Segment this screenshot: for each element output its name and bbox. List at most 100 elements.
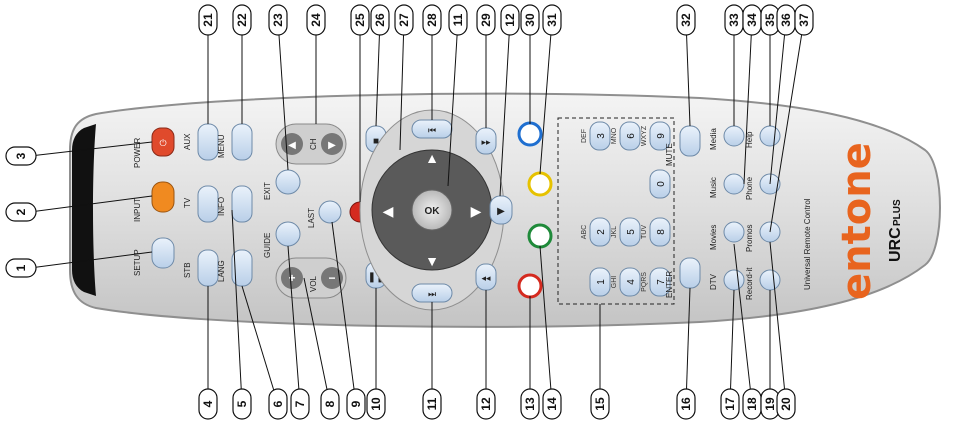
keypad-letters: DEF [581,129,588,143]
tv-button[interactable] [197,185,219,223]
callout-top-33: 33 [724,4,744,126]
arrow-up-icon[interactable]: ▲ [425,150,439,166]
callout-label: 4 [201,400,215,407]
callout-top-37: 37 [769,4,814,233]
callout-bottom-15: 15 [590,304,610,420]
play-icon: ▶ [497,206,505,217]
channel-rocker[interactable]: ◀ ▶ [275,123,347,165]
tv-label: TV [183,197,192,208]
callout-label: 6 [271,400,285,407]
menu-label: MENU [217,134,226,158]
skip-back-icon: ⏮ [428,125,436,135]
help-button[interactable] [759,125,781,147]
music-button[interactable] [723,173,745,195]
arrow-left-icon[interactable]: ◀ [383,203,394,219]
setup-button[interactable] [151,237,175,269]
keypad-digit: 5 [626,229,637,235]
menu-button[interactable] [231,123,253,161]
yellow-button[interactable] [527,171,553,197]
callout-bottom-17: 17 [720,289,740,420]
media-button[interactable] [723,125,745,147]
keypad-digit: 0 [656,181,667,187]
stb-button[interactable] [197,249,219,287]
keypad-digit: 8 [656,229,667,235]
callout-left-2: 2 [5,195,153,222]
callout-label: 5 [235,400,249,407]
keypad-letters: MNO [611,127,618,144]
callout-top-26: 26 [370,4,390,127]
green-button[interactable] [527,223,553,249]
aux-label: AUX [183,133,192,150]
callout-label: 7 [293,400,307,407]
volume-up-icon[interactable] [281,267,303,289]
volume-down-icon[interactable] [321,267,343,289]
dtv-button[interactable] [723,269,745,291]
svg-text:▶: ▶ [328,140,336,151]
callout-label: 10 [369,397,383,411]
info-button[interactable] [231,185,253,223]
keypad-letters: GHI [611,276,618,289]
keypad-key-6[interactable]: 6 MNO [611,121,641,151]
red-button[interactable] [517,273,543,299]
ok-button[interactable] [411,189,453,231]
brand-logo: entone [834,142,880,300]
exit-button[interactable] [275,169,301,195]
keypad-digit: 6 [626,133,637,139]
callout-label: 1 [14,264,28,271]
callout-label: 24 [309,13,323,27]
callout-left-1: 1 [5,251,153,278]
guide-button[interactable] [275,221,301,247]
play-button[interactable] [489,195,513,225]
ch-label: CH [309,138,318,150]
ir-window [72,124,96,296]
arrow-right-icon[interactable]: ▶ [471,203,482,219]
keypad-key-0[interactable]: 0 [649,169,671,199]
callout-label: 8 [323,400,337,407]
callout-bottom-10: 10 [366,288,386,420]
help-label: Help [745,131,754,148]
callout-bottom-5: 5 [231,209,252,420]
volume-rocker[interactable]: + − [275,257,347,299]
callout-label: 15 [593,397,607,411]
keypad-digit: 9 [656,133,667,139]
channel-down-icon[interactable] [321,133,343,155]
record-it-button[interactable] [759,269,781,291]
aux-button[interactable] [197,123,219,161]
music-label: Music [709,177,718,198]
arrow-down-icon[interactable]: ▼ [425,253,439,269]
setup-label: SETUP [133,249,142,276]
record-it-label: Record-it [745,267,754,300]
last-button[interactable] [318,200,342,224]
callout-label: 14 [545,397,559,411]
media-label: Media [709,128,718,150]
mute-label: MUTE [665,143,674,166]
phone-label: Phone [745,176,754,200]
callout-top-11: 11 [447,4,468,187]
callout-bottom-13: 13 [520,296,540,420]
callout-bottom-16: 16 [676,287,696,420]
callout-label: 33 [727,13,741,27]
mute-button[interactable] [679,125,701,157]
enter-button[interactable] [679,257,701,289]
power-button[interactable]: ⏻ [151,127,175,157]
keypad-key-1[interactable]: 1 [589,267,611,297]
callout-label: 34 [745,13,759,27]
callout-label: 12 [479,397,493,411]
callout-bottom-20: 20 [769,241,796,420]
model-prefix: URC [887,227,904,262]
blue-button[interactable] [517,121,543,147]
callout-top-24: 24 [306,4,326,124]
callout-top-12: 12 [499,4,520,197]
input-button[interactable] [151,181,175,213]
movies-button[interactable] [723,221,745,243]
